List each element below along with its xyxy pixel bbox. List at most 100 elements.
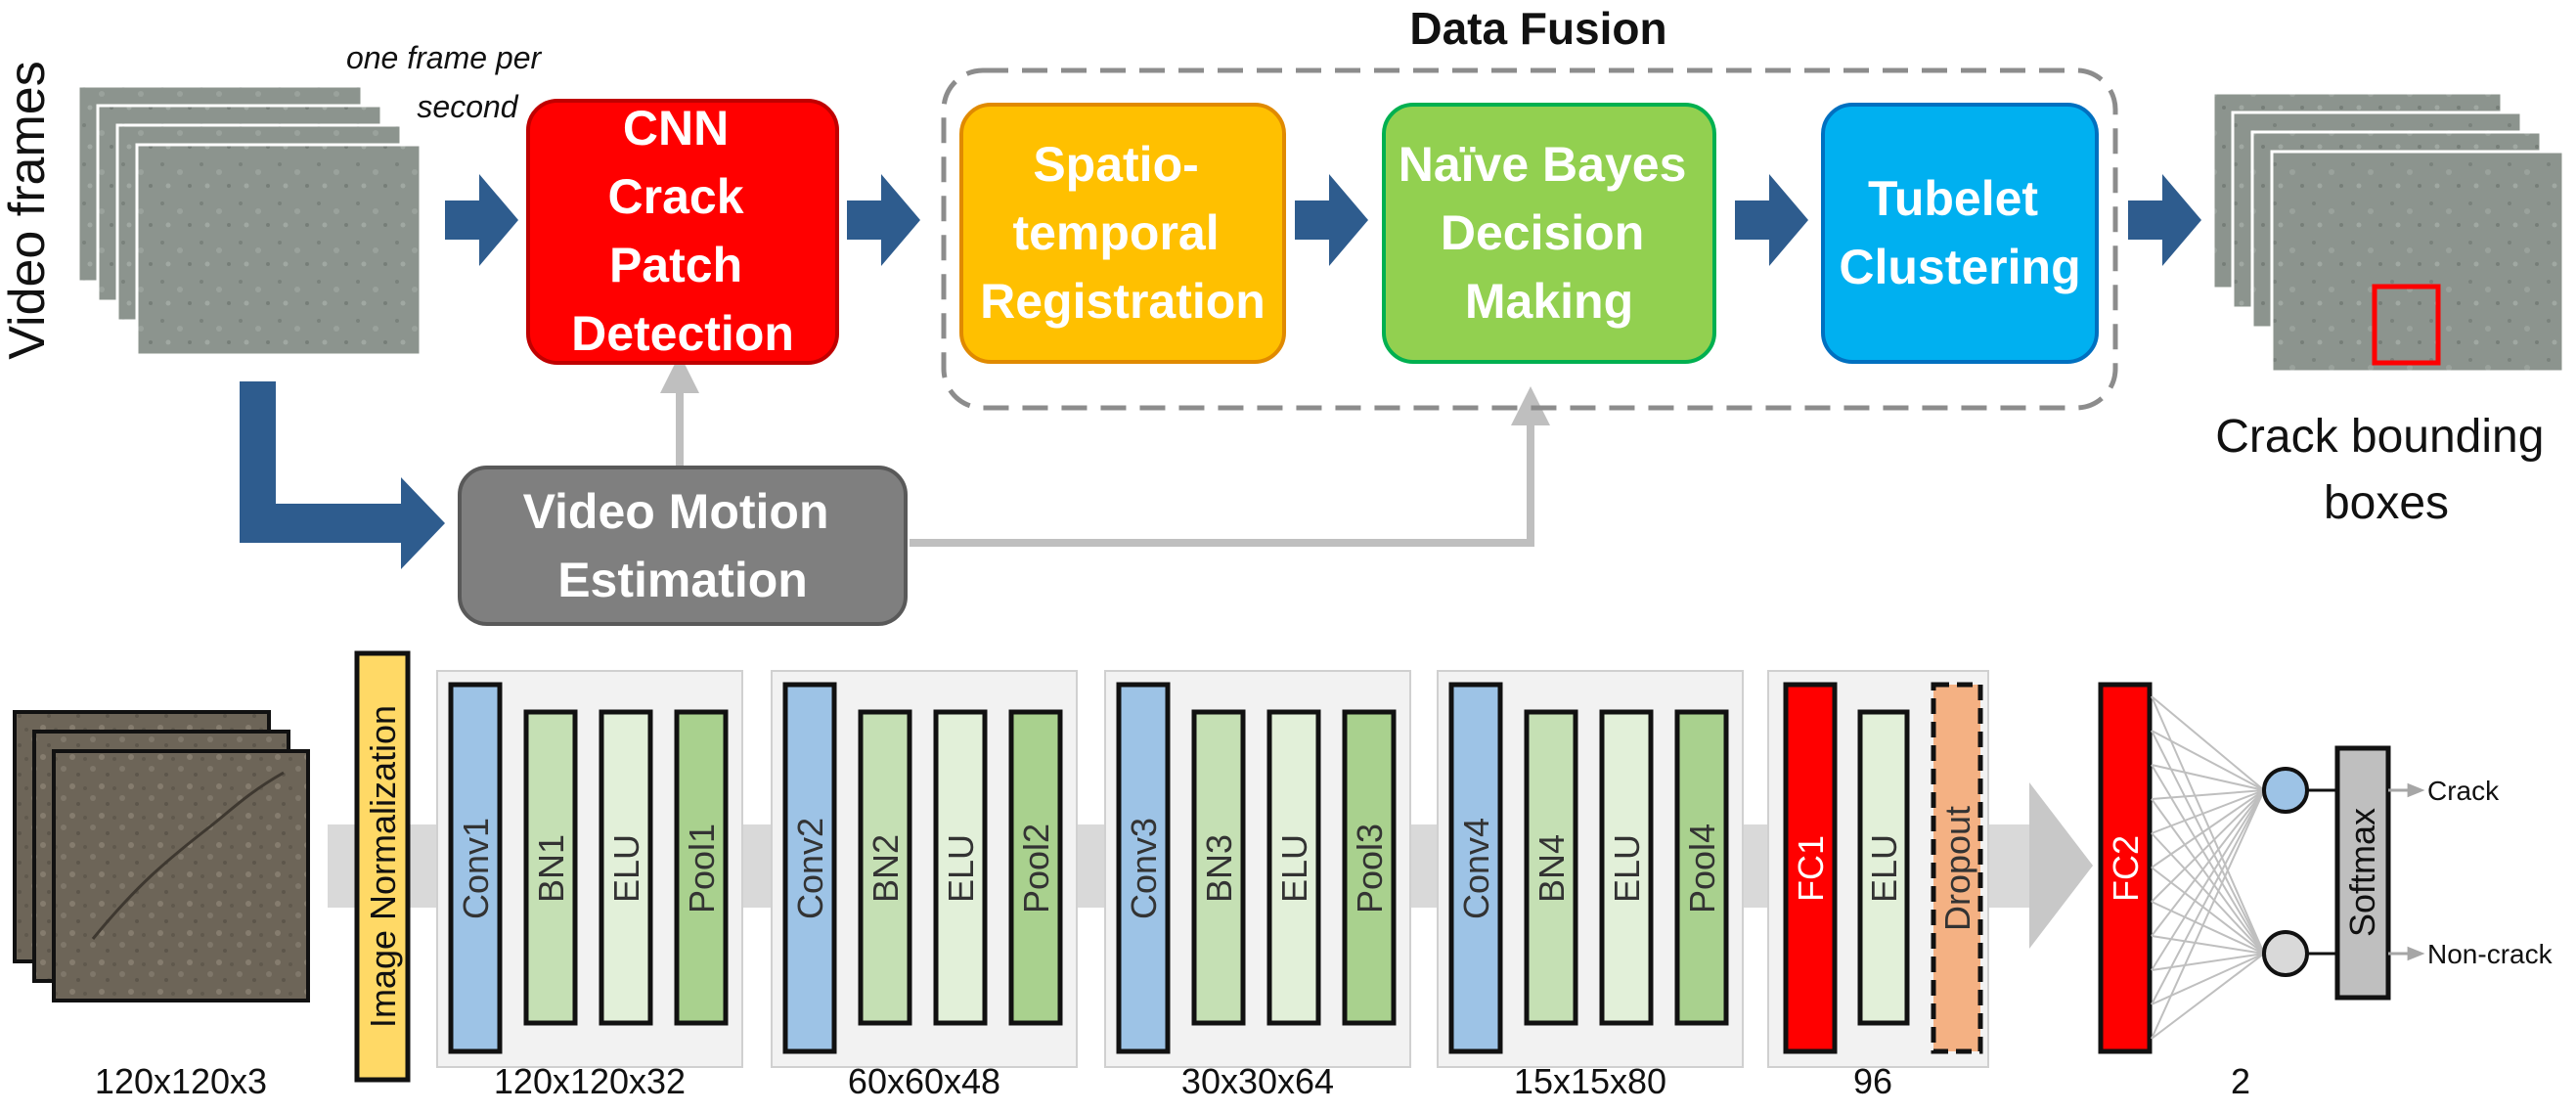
layer-bn2-2 xyxy=(858,709,912,1026)
image-normalization-layer: Image Normalization xyxy=(354,650,411,1083)
video-frames-label: Video frames xyxy=(0,61,56,359)
input-patch-stack xyxy=(13,710,310,1002)
naive-bayes-box-label: Naïve Bayes Decision Making xyxy=(1399,137,1701,329)
layer-label-elu-4: ELU xyxy=(1607,834,1647,903)
non-crack-neuron xyxy=(2262,930,2309,977)
block-dim-label-1: 120x120x32 xyxy=(494,1061,686,1101)
fc1-label: FC1 xyxy=(1791,835,1831,902)
layer-pool2-2 xyxy=(1008,709,1063,1026)
layer-label-conv4-4: Conv4 xyxy=(1456,818,1496,919)
fc2-connection-line xyxy=(2151,789,2265,1040)
fc2-connection-line xyxy=(2151,867,2265,955)
layer-elu-4 xyxy=(1599,709,1654,1026)
motion-box-label: Video Motion Estimation xyxy=(523,484,843,607)
cnn-crack-detection-box: CNN Crack Patch Detection xyxy=(526,99,839,365)
fc2-connection-line xyxy=(2151,901,2265,955)
fc2-connection-line xyxy=(2151,832,2265,955)
arrow-bayes-to-tubelet xyxy=(1735,174,1808,266)
naive-bayes-box: Naïve Bayes Decision Making xyxy=(1382,103,1716,364)
arrow-cnn-to-registration xyxy=(847,174,920,266)
layer-conv3-3 xyxy=(1116,682,1171,1054)
conv-blocks: Conv1 BN1 ELU Pool1 120x120x32 Conv2 BN2 ELU Poo… xyxy=(436,670,1744,1101)
layer-conv1-1 xyxy=(448,682,503,1054)
layer-label-conv3-3: Conv3 xyxy=(1124,818,1164,919)
fc2-connection-line xyxy=(2151,730,2265,955)
layer-elu-2 xyxy=(933,709,988,1026)
layer-label-pool4-4: Pool4 xyxy=(1682,824,1722,913)
block-dim-label-3: 30x30x64 xyxy=(1181,1061,1334,1101)
output-frame-stack xyxy=(2211,91,2565,374)
layer-label-bn1-1: BN1 xyxy=(531,834,571,903)
layer-label-bn4-4: BN4 xyxy=(1532,834,1572,903)
fc1-layer xyxy=(1783,682,1838,1054)
motion-connectors xyxy=(660,354,1550,547)
tubelet-box-label: Tubelet Clustering xyxy=(1839,171,2080,294)
data-fusion-title: Data Fusion xyxy=(1409,3,1666,54)
layer-label-conv2-2: Conv2 xyxy=(790,818,830,919)
layer-bn1-1 xyxy=(523,709,578,1026)
fc-elu-label: ELU xyxy=(1864,834,1904,903)
fc2-connection-line xyxy=(2151,730,2265,791)
cnn-box-label: CNN Crack Patch Detection xyxy=(571,101,794,361)
fc2-connection-line xyxy=(2151,953,2265,971)
conv-block-1: Conv1 BN1 ELU Pool1 120x120x32 xyxy=(436,670,743,1101)
conv-block-3: Conv3 BN3 ELU Pool3 30x30x64 xyxy=(1104,670,1411,1101)
layer-label-bn3-3: BN3 xyxy=(1199,834,1239,903)
softmax-label: Softmax xyxy=(2342,808,2382,937)
layer-label-elu-2: ELU xyxy=(941,834,981,903)
layer-elu-3 xyxy=(1266,709,1321,1026)
layer-label-bn2-2: BN2 xyxy=(866,834,906,903)
conv-block-2: Conv2 BN2 ELU Pool2 60x60x48 xyxy=(771,670,1078,1101)
layer-label-pool3-3: Pool3 xyxy=(1350,824,1390,913)
registration-box: Spatio- temporal Registration xyxy=(959,103,1286,364)
fc2-connection-line xyxy=(2151,789,2265,971)
layer-label-elu-3: ELU xyxy=(1274,834,1314,903)
fc-elu-layer xyxy=(1857,709,1910,1026)
output-label: Crack bounding boxes xyxy=(2215,411,2557,529)
fc2-layer: FC2 xyxy=(2098,682,2153,1054)
data-fusion-container xyxy=(941,67,2118,411)
block-dim-label-2: 60x60x48 xyxy=(848,1061,1000,1101)
layer-label-elu-1: ELU xyxy=(606,834,646,903)
layer-bn4-4 xyxy=(1524,709,1578,1026)
fc2-label: FC2 xyxy=(2106,835,2146,902)
arrow-registration-to-bayes xyxy=(1295,174,1368,266)
input-frame-stack xyxy=(76,84,422,357)
layer-pool1-1 xyxy=(674,709,729,1026)
input-dim-label: 120x120x3 xyxy=(95,1061,267,1101)
fc2-connection-line xyxy=(2151,789,2265,1005)
arrow-tubelet-to-output xyxy=(2128,174,2201,266)
softmax-layer: Softmax xyxy=(2334,745,2391,1001)
layer-label-pool1-1: Pool1 xyxy=(682,824,722,913)
arrow-frames-to-cnn xyxy=(445,174,518,266)
fc-block-dim-label: 96 xyxy=(1853,1061,1892,1101)
fc2-connection-line xyxy=(2151,953,2265,1005)
fc2-dim-label: 2 xyxy=(2231,1061,2250,1101)
arrow-frames-to-motion xyxy=(240,381,445,569)
dropout-label: Dropout xyxy=(1937,806,1977,931)
layer-conv4-4 xyxy=(1448,682,1503,1054)
layer-label-conv1-1: Conv1 xyxy=(456,818,496,919)
flow-arrows xyxy=(240,174,2201,569)
fc2-connection-line xyxy=(2151,789,2265,937)
layer-elu-1 xyxy=(599,709,653,1026)
fc-block: FC1 ELU Dropout xyxy=(1767,670,1989,1068)
output-crack-label: Crack xyxy=(2427,776,2500,806)
fc2-connection-line xyxy=(2151,695,2265,955)
fc2-connection-line xyxy=(2151,953,2265,1040)
normalization-label: Image Normalization xyxy=(363,705,403,1028)
crack-bounding-box xyxy=(2372,284,2441,366)
motion-estimation-box: Video Motion Estimation xyxy=(458,466,908,626)
registration-box-label: Spatio- temporal Registration xyxy=(980,137,1266,329)
fc2-connection-line xyxy=(2151,798,2265,955)
fc2-connection-line xyxy=(2151,935,2265,955)
output-non-crack-label: Non-crack xyxy=(2427,939,2554,969)
fc2-connection-line xyxy=(2151,789,2265,903)
block-dim-label-4: 15x15x80 xyxy=(1514,1061,1666,1101)
layer-pool3-3 xyxy=(1342,709,1397,1026)
fc2-connection-line xyxy=(2151,695,2265,791)
layer-label-pool2-2: Pool2 xyxy=(1016,824,1056,913)
layer-bn3-3 xyxy=(1191,709,1246,1026)
